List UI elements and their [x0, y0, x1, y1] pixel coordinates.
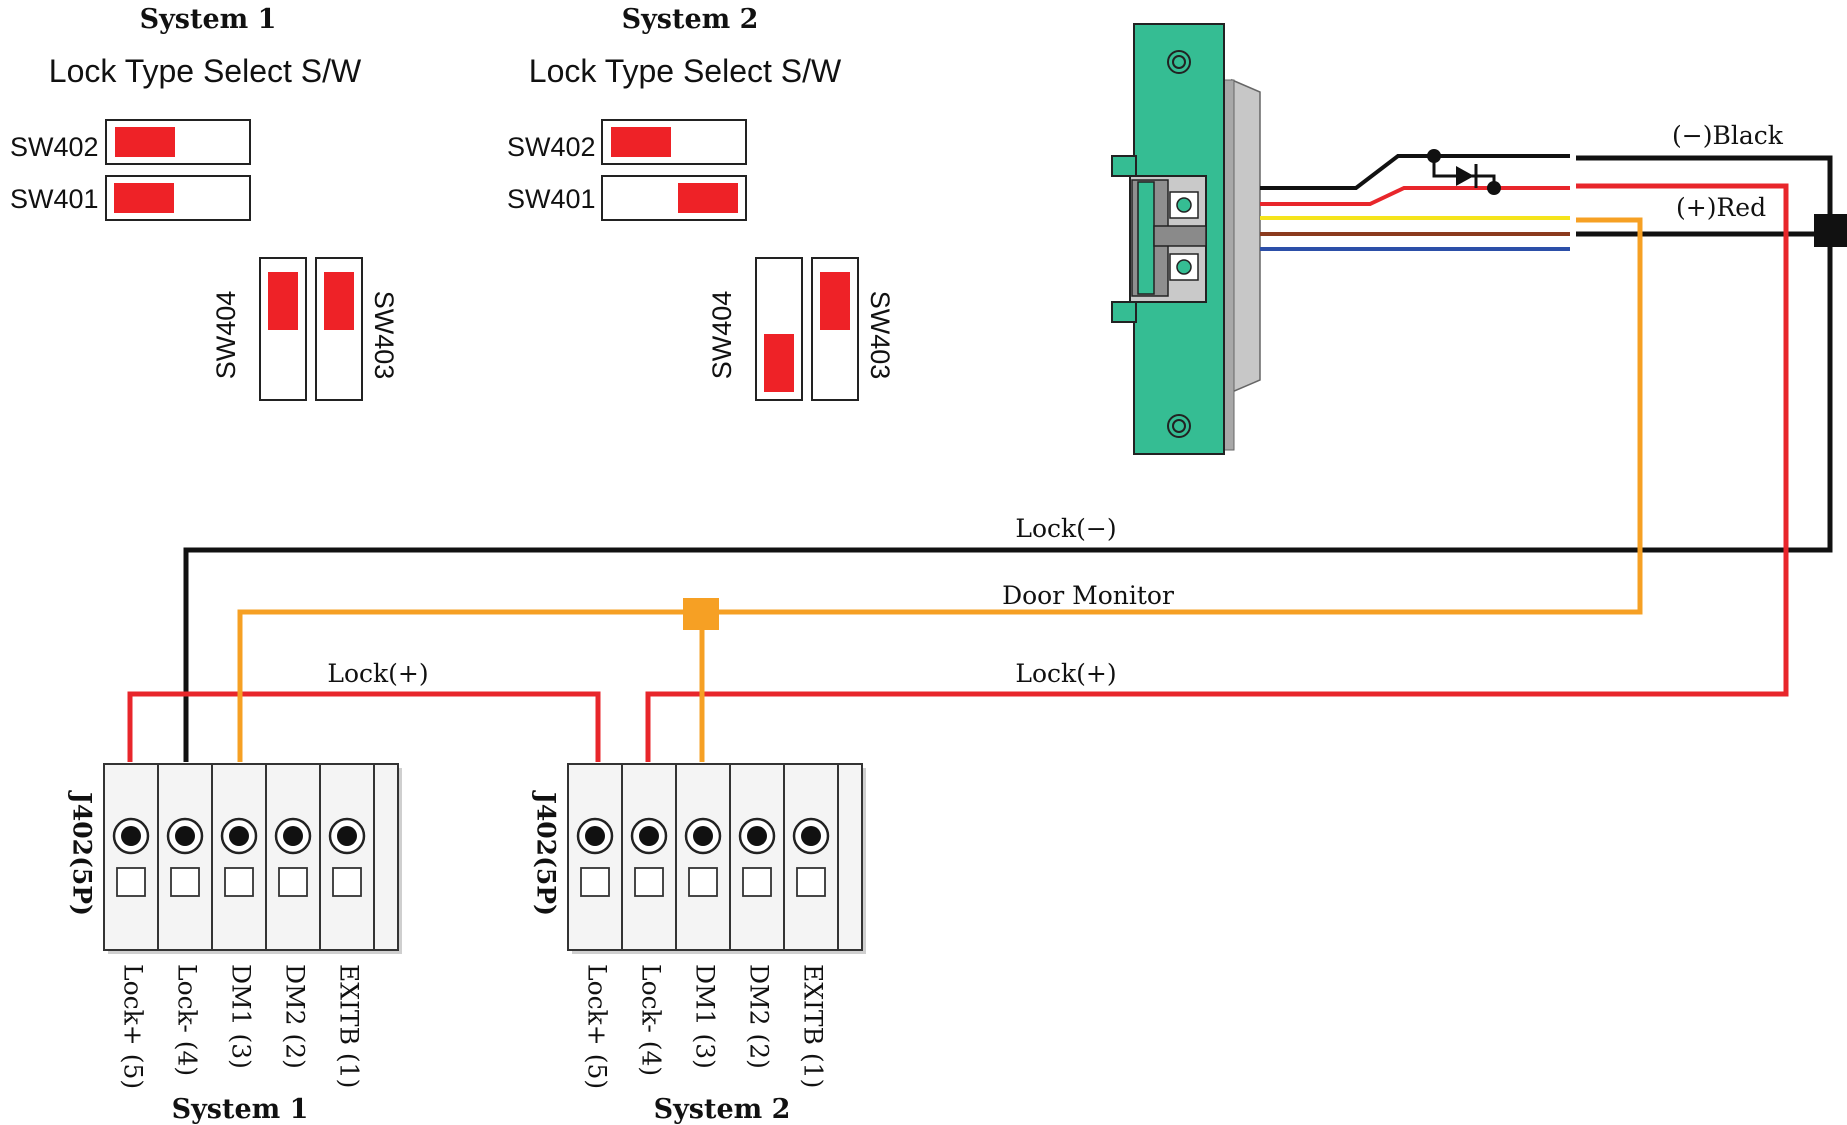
system1-title: System 1	[140, 4, 277, 35]
terminal-clamp-icon	[332, 867, 362, 897]
pin-label: DM1 (3)	[227, 964, 256, 1069]
keeper-screw-top-icon	[1176, 197, 1192, 213]
wire-lock-minus	[183, 155, 1833, 762]
terminal-clamp-icon	[580, 867, 610, 897]
lock-back-metal	[1231, 78, 1261, 394]
terminal-clamp-icon	[224, 867, 254, 897]
system2-sw404-knob	[764, 334, 794, 392]
label-door-monitor: Door Monitor	[1002, 581, 1174, 610]
wire-junction-black	[1814, 214, 1847, 247]
label-red: (+)Red	[1676, 193, 1766, 222]
terminal-clamp-icon	[170, 867, 200, 897]
terminal-footer-title: System 2	[654, 1094, 791, 1125]
label-lock-minus: Lock(−)	[1015, 514, 1116, 543]
pin-label: Lock- (4)	[173, 964, 202, 1076]
terminal-clamp-icon	[278, 867, 308, 897]
system1-sw402-label: SW402	[10, 132, 99, 162]
system2-sw404-label: SW404	[707, 291, 737, 380]
system1-sw403-label: SW403	[369, 291, 399, 380]
terminal-clamp-icon	[742, 867, 772, 897]
system1-sw401-knob	[114, 183, 174, 213]
terminal-cell	[319, 763, 375, 951]
wire-door-monitor	[237, 217, 1643, 762]
terminal-blocks: Lock+ (5) Lock- (4) DM1 (3) DM2 (2) EXITB (1…	[68, 763, 866, 1125]
lock-tab-bottom	[1111, 301, 1137, 323]
lock-leads	[1260, 154, 1570, 251]
system1-sw403-knob	[324, 272, 354, 330]
terminal-clamp-icon	[634, 867, 664, 897]
mount-screw-top-icon	[1167, 50, 1191, 74]
system1-switch-panel: System 1 Lock Type Select S/W SW402 SW40…	[10, 4, 399, 401]
label-lock-plus-right: Lock(+)	[1015, 659, 1116, 688]
system2-sw402-label: SW402	[507, 132, 596, 162]
keeper-screw-bottom-icon	[1176, 259, 1192, 275]
terminal-cell	[783, 763, 839, 951]
system1-sw401-label: SW401	[10, 184, 99, 214]
pin-label: EXITB (1)	[799, 964, 828, 1088]
pin-label: DM2 (2)	[745, 964, 774, 1069]
system2-switch-panel: System 2 Lock Type Select S/W SW402 SW40…	[507, 4, 895, 401]
pin-label: Lock+ (5)	[583, 964, 612, 1089]
label-lock-plus-left: Lock(+)	[327, 659, 428, 688]
lead-red	[1260, 186, 1570, 206]
terminal-clamp-icon	[116, 867, 146, 897]
connector-label: J402(5P)	[532, 790, 561, 916]
wire-junction-orange	[683, 598, 719, 630]
pin-label: EXITB (1)	[335, 964, 364, 1088]
pin-label: Lock- (4)	[637, 964, 666, 1076]
terminal1-block: Lock+ (5) Lock- (4) DM1 (3) DM2 (2) EXITB (1…	[68, 763, 402, 1125]
system1-subtitle: Lock Type Select S/W	[49, 53, 362, 89]
main-wiring	[127, 155, 1847, 762]
system1-sw402-knob	[115, 127, 175, 157]
mount-screw-bottom-icon	[1167, 414, 1191, 438]
pin-label: DM1 (3)	[691, 964, 720, 1069]
system2-sw401-knob	[678, 183, 738, 213]
system2-subtitle: Lock Type Select S/W	[529, 53, 842, 89]
connector-label: J402(5P)	[68, 790, 97, 916]
terminal-footer-title: System 1	[172, 1094, 309, 1125]
system2-sw402-knob	[611, 127, 671, 157]
system2-sw403-knob	[820, 272, 850, 330]
terminal-body	[567, 763, 863, 951]
terminal-body	[103, 763, 399, 951]
pin-label: DM2 (2)	[281, 964, 310, 1069]
system2-sw403-label: SW403	[865, 291, 895, 380]
system1-sw404-knob	[268, 272, 298, 330]
system2-title: System 2	[622, 4, 759, 35]
system2-sw404-switch	[755, 257, 803, 401]
wire-lock-plus-main	[645, 183, 1789, 762]
pin-label: Lock+ (5)	[119, 964, 148, 1089]
lead-black	[1260, 154, 1570, 190]
electric-strike-lock	[1111, 23, 1261, 455]
wire-lock-plus-jumper	[127, 691, 601, 762]
label-black: (−)Black	[1672, 121, 1784, 150]
lock-tab-top	[1111, 155, 1137, 177]
terminal2-block: Lock+ (5) Lock- (4) DM1 (3) DM2 (2) EXITB (1…	[532, 763, 866, 1125]
system1-sw404-label: SW404	[211, 291, 241, 380]
system2-sw401-label: SW401	[507, 184, 596, 214]
terminal-clamp-icon	[796, 867, 826, 897]
terminal-clamp-icon	[688, 867, 718, 897]
diode-icon	[1427, 149, 1501, 195]
